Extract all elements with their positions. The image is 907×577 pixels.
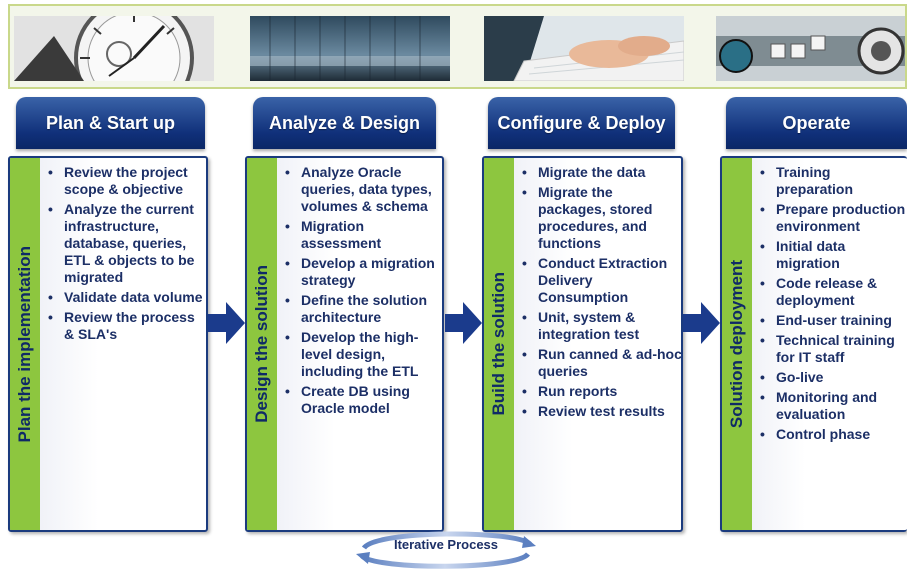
- phase-header-configure: Configure & Deploy: [488, 97, 675, 149]
- task-list: Training preparation Prepare production …: [758, 164, 907, 446]
- list-item: Training preparation: [758, 164, 907, 198]
- list-item: Initial data migration: [758, 238, 907, 272]
- list-item: Validate data volume: [46, 289, 206, 306]
- phase-header-label: Operate: [782, 112, 851, 133]
- list-item: Go-live: [758, 369, 907, 386]
- list-item: Monitoring and evaluation: [758, 389, 907, 423]
- side-bar: [484, 158, 514, 530]
- list-item: Code release & deployment: [758, 275, 907, 309]
- phase-box-plan: Plan the implementation Review the proje…: [8, 156, 208, 532]
- side-label: Plan the implementation: [15, 245, 34, 443]
- phase-box-analyze: Design the solution Analyze Oracle queri…: [245, 156, 444, 532]
- side-label: Design the solution: [252, 265, 271, 423]
- list-item: Run reports: [520, 383, 681, 400]
- list-item: Create DB using Oracle model: [283, 383, 442, 417]
- keyboard-typing-photo: [484, 16, 684, 81]
- stopwatch-photo: [14, 16, 214, 81]
- list-item: Analyze the current infrastructure, data…: [46, 201, 206, 286]
- iterative-process: Iterative Process: [346, 528, 546, 572]
- list-item: Unit, system & integration test: [520, 309, 681, 343]
- task-list: Review the project scope & objective Ana…: [46, 164, 206, 346]
- side-label: Solution deployment: [727, 259, 746, 429]
- phase-header-plan: Plan & Start up: [16, 97, 205, 149]
- photo-strip: [8, 4, 907, 89]
- list-item: Develop a migration strategy: [283, 255, 442, 289]
- phase-header-label: Plan & Start up: [45, 112, 175, 133]
- side-bar: [247, 158, 277, 530]
- iterative-label: Iterative Process: [393, 537, 499, 552]
- list-item: Review the process & SLA's: [46, 309, 206, 343]
- phase-box-operate: Solution deployment Training preparation…: [720, 156, 907, 532]
- arrow-right-icon: [445, 302, 482, 344]
- cycle-arrow-icon: [356, 531, 536, 569]
- list-item: Develop the high-level design, including…: [283, 329, 442, 380]
- list-item: Migrate the data: [520, 164, 681, 181]
- phase-header-label: Configure & Deploy: [497, 112, 666, 133]
- list-item: Review test results: [520, 403, 681, 420]
- arrow-right-icon: [208, 302, 245, 344]
- list-item: Analyze Oracle queries, data types, volu…: [283, 164, 442, 215]
- list-item: End-user training: [758, 312, 907, 329]
- list-item: Technical training for IT staff: [758, 332, 907, 366]
- side-bar: [722, 158, 752, 530]
- phase-header-label: Analyze & Design: [268, 112, 421, 133]
- task-list: Migrate the data Migrate the packages, s…: [520, 164, 681, 423]
- list-item: Conduct Extraction Delivery Consumption: [520, 255, 681, 306]
- list-item: Migrate the packages, stored procedures,…: [520, 184, 681, 252]
- list-item: Run canned & ad-hoc queries: [520, 346, 681, 380]
- side-label: Build the solution: [489, 272, 508, 416]
- network-device-photo: [716, 16, 905, 81]
- phase-header-operate: Operate: [726, 97, 907, 149]
- list-item: Migration assessment: [283, 218, 442, 252]
- list-item: Control phase: [758, 426, 907, 443]
- list-item: Prepare production environment: [758, 201, 907, 235]
- phase-box-configure: Build the solution Migrate the data Migr…: [482, 156, 683, 532]
- phase-header-analyze: Analyze & Design: [253, 97, 436, 149]
- side-bar: [10, 158, 40, 530]
- arrow-right-icon: [683, 302, 720, 344]
- list-item: Define the solution architecture: [283, 292, 442, 326]
- server-aisle-photo: [250, 16, 450, 81]
- task-list: Analyze Oracle queries, data types, volu…: [283, 164, 442, 420]
- list-item: Review the project scope & objective: [46, 164, 206, 198]
